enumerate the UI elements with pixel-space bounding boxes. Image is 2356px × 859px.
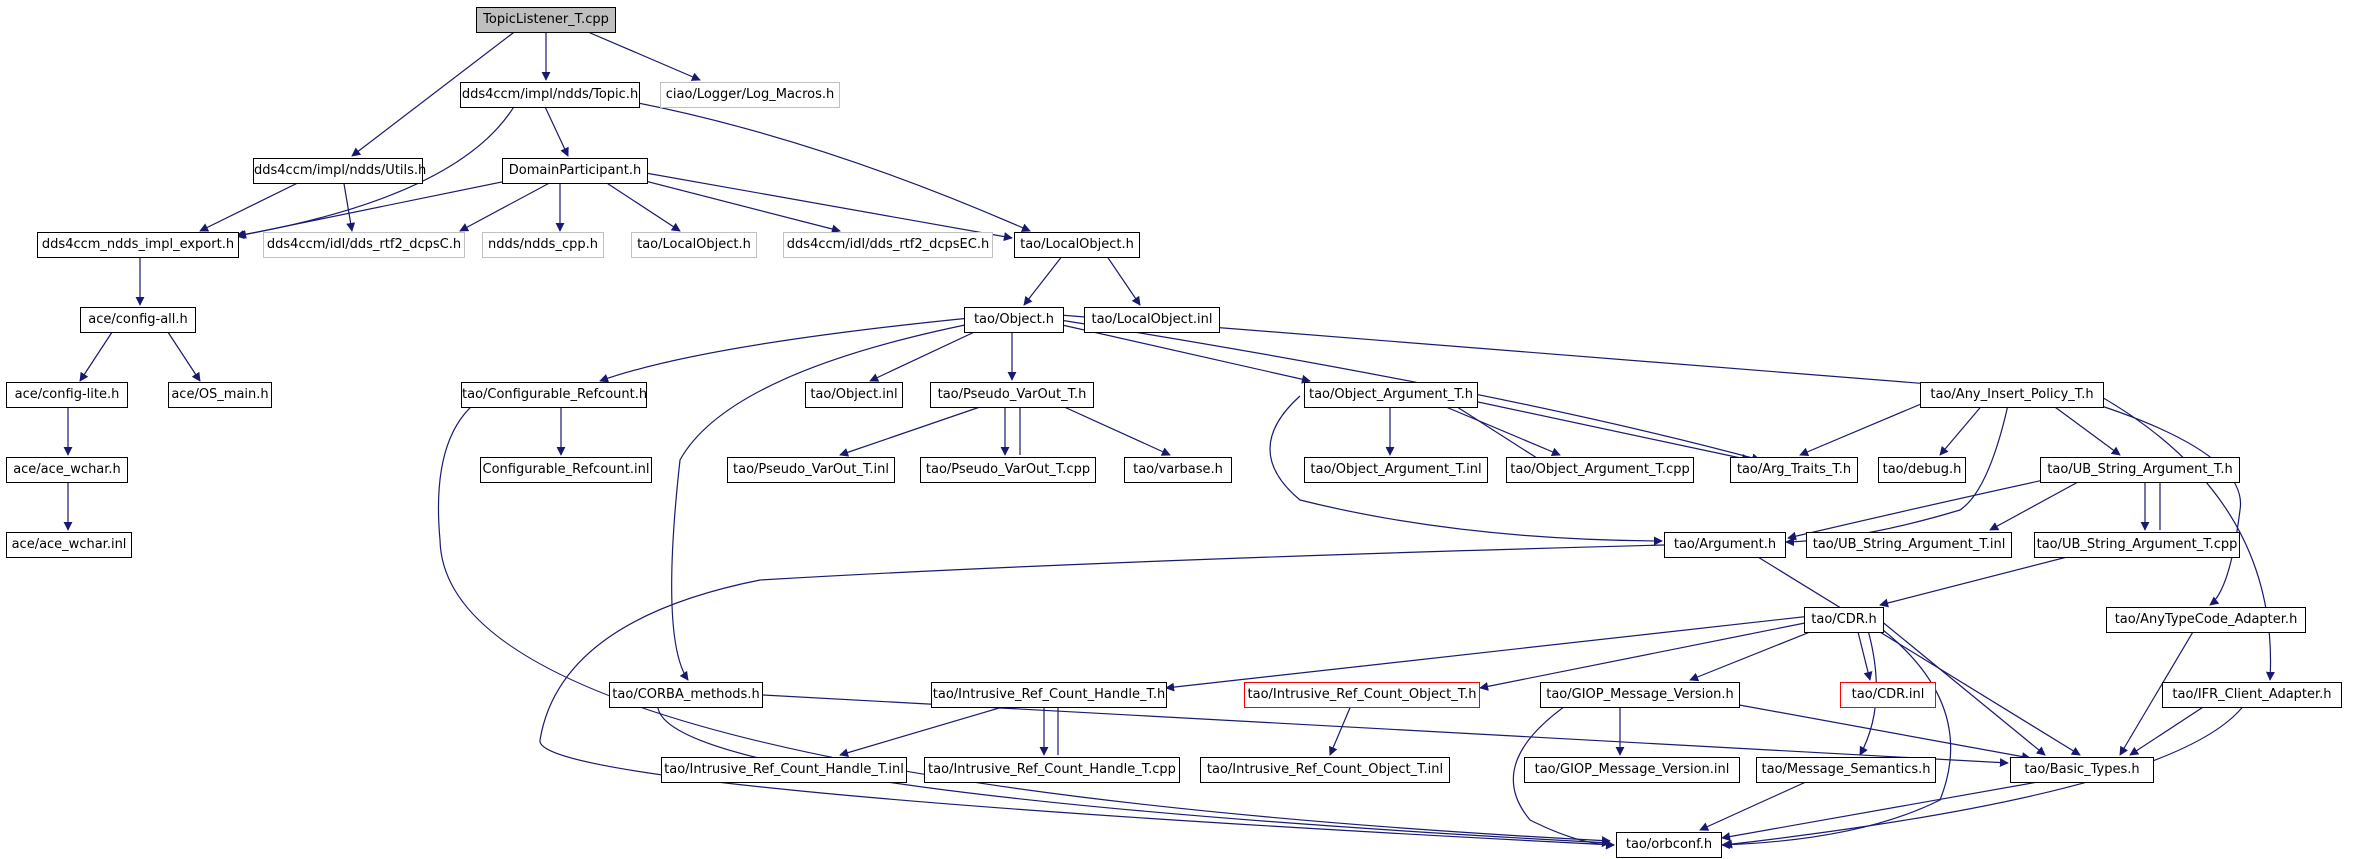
node-cdr-h[interactable]: tao/CDR.h: [1804, 607, 1884, 633]
node-topic-h[interactable]: dds4ccm/impl/ndds/Topic.h: [460, 82, 640, 108]
node-ifr-client-adapter-h[interactable]: tao/IFR_Client_Adapter.h: [2162, 682, 2342, 708]
dependency-edge: [1689, 695, 2031, 761]
dependency-edge: [1269, 395, 1663, 546]
node-tao-localobject-inl[interactable]: tao/LocalObject.inl: [1084, 307, 1220, 333]
node-ace-wchar-h[interactable]: ace/ace_wchar.h: [6, 457, 128, 483]
node-impl-export-h[interactable]: dds4ccm_ndds_impl_export.h: [37, 232, 239, 258]
dependency-edge: [2119, 619, 2201, 756]
node-pseudo-varout-inl[interactable]: tao/Pseudo_VarOut_T.inl: [727, 457, 895, 483]
node-tao-object-inl[interactable]: tao/Object.inl: [805, 382, 903, 408]
node-cdr-inl[interactable]: tao/CDR.inl: [1840, 682, 1936, 708]
node-configurable-refcount-h[interactable]: tao/Configurable_Refcount.h: [461, 382, 647, 408]
node-tao-localobject-h-missing[interactable]: tao/LocalObject.h: [631, 232, 757, 258]
node-giop-message-version-h[interactable]: tao/GIOP_Message_Version.h: [1540, 682, 1740, 708]
dependency-edge: [1799, 395, 1941, 457]
dependency-edge: [2069, 395, 2242, 606]
node-dcpsc-h[interactable]: dds4ccm/idl/dds_rtf2_dcpsC.h: [263, 232, 465, 258]
node-basic-types-h[interactable]: tao/Basic_Types.h: [2010, 757, 2154, 783]
dependency-edge: [539, 544, 1665, 850]
dependency-edge: [1165, 614, 1821, 692]
dependency-edge: [1879, 619, 2046, 756]
node-os-main-h[interactable]: ace/OS_main.h: [168, 382, 272, 408]
dependency-edge: [1449, 395, 1751, 463]
node-utils-h[interactable]: dds4ccm/impl/ndds/Utils.h: [253, 158, 426, 184]
node-log-macros-h[interactable]: ciao/Logger/Log_Macros.h: [660, 82, 840, 108]
dependency-edge: [1739, 545, 2081, 756]
node-config-lite-h[interactable]: ace/config-lite.h: [6, 382, 128, 408]
dependency-edge: [671, 319, 991, 681]
node-ndds-cpp-h[interactable]: ndds/ndds_cpp.h: [482, 232, 604, 258]
node-arg-traits-h[interactable]: tao/Arg_Traits_T.h: [1730, 457, 1858, 483]
node-object-argument-cpp[interactable]: tao/Object_Argument_T.cpp: [1506, 457, 1694, 483]
dependency-edge: [609, 171, 841, 234]
node-dcpsec-h[interactable]: dds4ccm/idl/dds_rtf2_dcpsEC.h: [783, 232, 993, 258]
node-topiclistener-cpp[interactable]: TopicListener_T.cpp: [476, 7, 616, 33]
dependency-edge: [1721, 619, 1952, 850]
node-argument-h[interactable]: tao/Argument.h: [1664, 532, 1786, 558]
node-ace-wchar-inl[interactable]: ace/ace_wchar.inl: [6, 532, 132, 558]
dependency-edge: [351, 19, 531, 157]
node-pseudo-varout-cpp[interactable]: tao/Pseudo_VarOut_T.cpp: [920, 457, 1096, 483]
dependency-edge: [437, 395, 1611, 846]
node-ub-string-argument-cpp[interactable]: tao/UB_String_Argument_T.cpp: [2034, 532, 2240, 558]
dependency-edge: [599, 95, 1031, 232]
node-domainparticipant-h[interactable]: DomainParticipant.h: [502, 158, 648, 184]
node-ub-string-argument-inl[interactable]: tao/UB_String_Argument_T.inl: [1806, 532, 2012, 558]
node-intrusive-handle-h[interactable]: tao/Intrusive_Ref_Count_Handle_T.h: [931, 682, 1167, 708]
node-giop-message-version-inl[interactable]: tao/GIOP_Message_Version.inl: [1524, 757, 1740, 783]
node-message-semantics-h[interactable]: tao/Message_Semantics.h: [1756, 757, 1936, 783]
dependency-edge: [2099, 395, 2275, 681]
node-object-argument-h[interactable]: tao/Object_Argument_T.h: [1304, 382, 1478, 408]
dependency-edge: [639, 171, 1013, 242]
node-object-argument-inl[interactable]: tao/Object_Argument_T.inl: [1304, 457, 1488, 483]
dependency-edge: [599, 317, 971, 383]
node-intrusive-handle-inl[interactable]: tao/Intrusive_Ref_Count_Handle_T.inl: [661, 757, 907, 783]
node-intrusive-object-inl[interactable]: tao/Intrusive_Ref_Count_Object_T.inl: [1200, 757, 1450, 783]
node-varbase-h[interactable]: tao/varbase.h: [1124, 457, 1232, 483]
node-pseudo-varout-h[interactable]: tao/Pseudo_VarOut_T.h: [930, 382, 1094, 408]
node-anytypecode-adapter-h[interactable]: tao/AnyTypeCode_Adapter.h: [2106, 607, 2306, 633]
node-orbconf-h[interactable]: tao/orbconf.h: [1616, 832, 1722, 858]
node-intrusive-object-h[interactable]: tao/Intrusive_Ref_Count_Object_T.h: [1244, 682, 1480, 708]
node-corba-methods-h[interactable]: tao/CORBA_methods.h: [609, 682, 763, 708]
node-configurable-refcount-inl[interactable]: Configurable_Refcount.inl: [480, 457, 652, 483]
dependency-edge: [1479, 617, 1831, 691]
node-tao-object-h[interactable]: tao/Object.h: [964, 307, 1064, 333]
node-debug-h[interactable]: tao/debug.h: [1878, 457, 1966, 483]
node-intrusive-handle-cpp[interactable]: tao/Intrusive_Ref_Count_Handle_T.cpp: [924, 757, 1180, 783]
node-any-insert-policy-h[interactable]: tao/Any_Insert_Policy_T.h: [1920, 382, 2104, 408]
node-tao-localobject-h[interactable]: tao/LocalObject.h: [1014, 232, 1140, 258]
node-config-all-h[interactable]: ace/config-all.h: [80, 307, 196, 333]
node-ub-string-argument-h[interactable]: tao/UB_String_Argument_T.h: [2040, 457, 2240, 483]
